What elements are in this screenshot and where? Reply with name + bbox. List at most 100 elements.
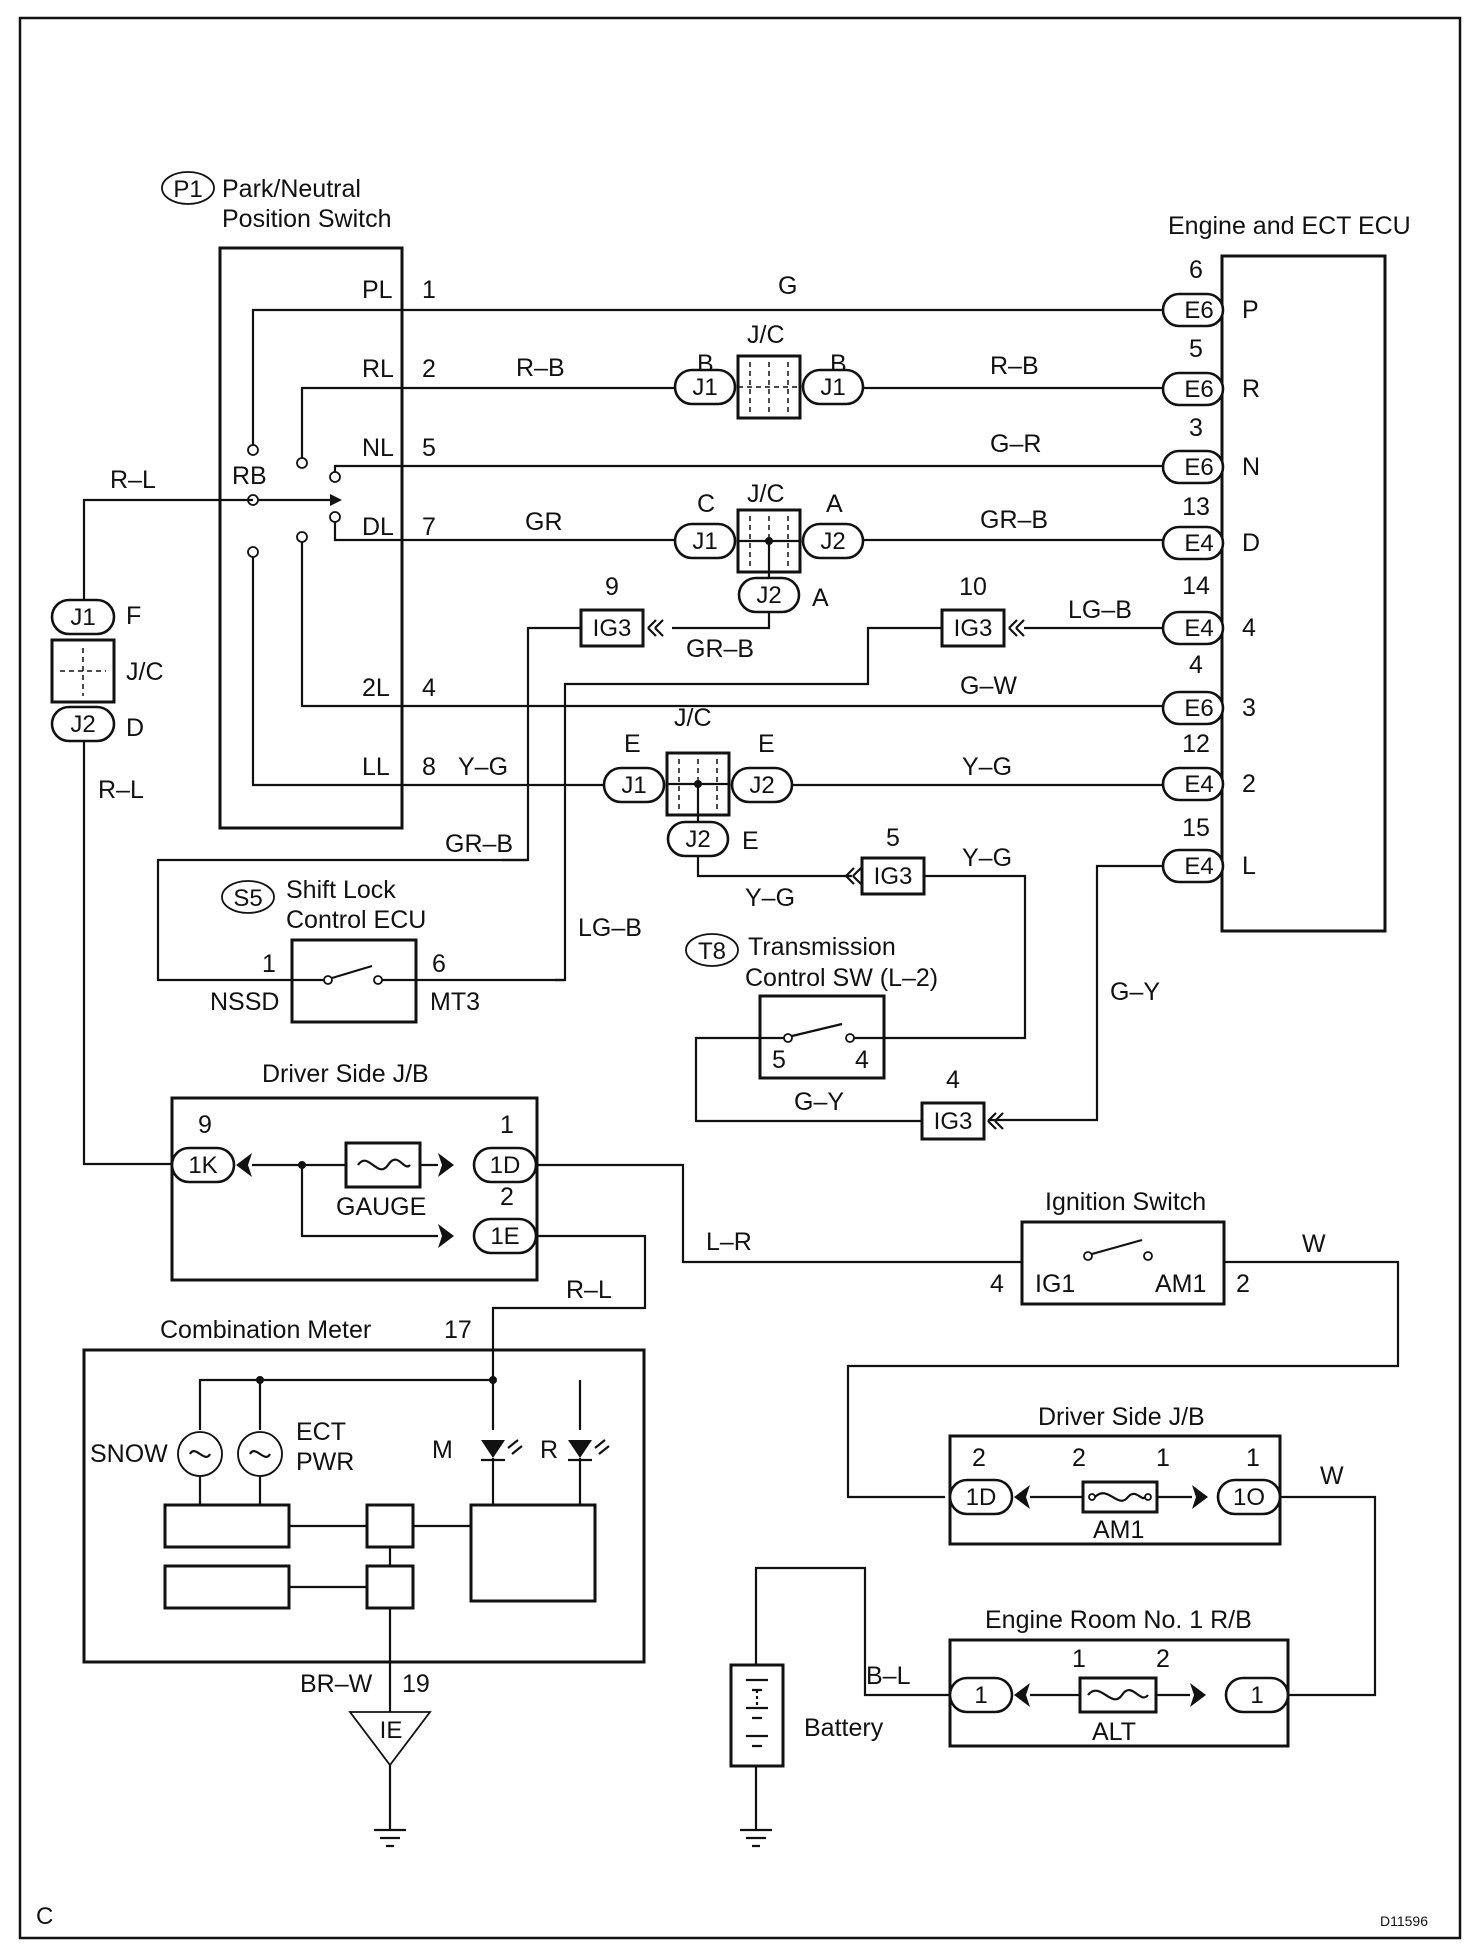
svg-text:10: 10 [959,573,987,601]
wire-label-rb-right: R–B [990,352,1039,380]
wire-ecu-gy [988,864,1163,1122]
engine-room-rb: Engine Room No. 1 R/B 1 1 2 ALT 1 [948,1606,1290,1748]
svg-text:Driver Side J/B: Driver Side J/B [1038,1403,1205,1431]
svg-text:J2: J2 [749,772,774,799]
svg-text:A: A [812,584,829,612]
wire-label-g: G [778,272,797,300]
svg-text:IG1: IG1 [1035,1270,1075,1298]
wire-jb-w [1280,1495,1377,1697]
svg-text:E4: E4 [1184,771,1213,798]
ig3-connector-10: 10 IG3 [940,573,1025,648]
ig3-connector-9: 9 IG3 [579,573,664,648]
wire-label-meter-rl: R–L [566,1276,612,1304]
svg-text:1E: 1E [490,1223,519,1250]
svg-text:4: 4 [1242,614,1256,642]
wire-jc3-ig3-5 [696,856,852,878]
svg-text:AM1: AM1 [1093,1516,1144,1544]
p1-rb-label: RB [232,462,267,490]
svg-text:J1: J1 [820,374,845,401]
svg-text:2: 2 [500,1183,514,1211]
wire-label-ign-lr: L–R [706,1228,752,1256]
svg-text:IG3: IG3 [874,863,913,890]
svg-text:N: N [1242,453,1260,481]
wire-label-t8-gy: G–Y [794,1088,844,1116]
wire-label-ign-w: W [1302,1230,1326,1258]
p1-pin-8: 8 [422,753,436,781]
ecu-conn-d: 13 E4 D [1161,493,1260,561]
svg-text:2: 2 [972,1444,986,1472]
svg-text:J1: J1 [692,528,717,555]
ecu-conn-n: 3 E6 N [1161,414,1260,485]
svg-text:1: 1 [1072,1645,1086,1673]
svg-text:J/C: J/C [674,704,712,732]
svg-text:1: 1 [1246,1444,1260,1472]
junction-jc2: J/C C A J1 J2 J2 A [673,480,865,614]
ground-ie: IE [348,1711,432,1848]
svg-text:2: 2 [1156,1645,1170,1673]
svg-text:MT3: MT3 [430,988,480,1016]
svg-text:E: E [624,730,641,758]
svg-text:1: 1 [974,1682,987,1709]
svg-text:F: F [126,602,141,630]
wire-jc2-ig3-9 [672,612,771,630]
svg-text:Battery: Battery [804,1714,884,1742]
wire-ign-w [846,1260,1400,1499]
ecu-conn-2: 12 E4 2 [1161,730,1256,802]
p1-title-line2: Position Switch [222,205,392,233]
svg-text:2: 2 [1236,1270,1250,1298]
svg-text:4: 4 [855,1046,869,1074]
junction-jc1: J/C B B J1 J1 [673,321,865,420]
svg-text:Combination Meter: Combination Meter [160,1316,371,1344]
p1-term-2l: 2L [362,674,390,702]
wire-label-ll-yg-right: Y–G [962,753,1012,781]
svg-text:3: 3 [1242,694,1256,722]
wire-s5-grb [156,858,528,982]
svg-text:E4: E4 [1184,615,1213,642]
svg-text:GAUGE: GAUGE [336,1193,426,1221]
svg-text:A: A [826,490,843,518]
wire-jc-rl [82,741,172,1166]
park-neutral-position-switch: P1 Park/Neutral Position Switch PL RL NL… [161,171,436,830]
svg-text:J2: J2 [820,528,845,555]
p1-term-pl: PL [362,276,393,304]
wire-label-t8-yg-right: Y–G [962,844,1012,872]
svg-text:SNOW: SNOW [90,1440,168,1468]
svg-text:J1: J1 [70,604,95,631]
p1-pin-5: 5 [422,434,436,462]
svg-text:J1: J1 [621,772,646,799]
svg-text:3: 3 [1189,414,1203,442]
svg-text:14: 14 [1182,572,1210,600]
p1-pin-1: 1 [422,276,436,304]
battery-ground-icon [740,1828,772,1848]
svg-text:PWR: PWR [296,1448,354,1476]
svg-text:Control ECU: Control ECU [286,906,426,934]
ecu-conn-4: 14 E4 4 [1161,572,1256,646]
wire-rb-rl [82,498,253,600]
combination-meter: Combination Meter 17 SNOW ECT PWR M R [82,1316,646,1664]
wire-label-batt-bl: B–L [866,1662,911,1690]
svg-text:ECT: ECT [296,1418,346,1446]
wire-label-ecu-gy: G–Y [1110,978,1160,1006]
svg-text:1: 1 [262,950,276,978]
wire-label-dl-grb: GR–B [980,506,1048,534]
svg-text:17: 17 [444,1316,472,1344]
svg-text:1D: 1D [490,1152,521,1179]
svg-text:T8: T8 [698,938,726,965]
svg-text:Ignition Switch: Ignition Switch [1045,1188,1206,1216]
wire-label-ig10: LG–B [1068,596,1132,624]
wire-meter-rl [491,1234,647,1348]
ecu-title: Engine and ECT ECU [1168,212,1411,240]
wire-label-ground-brw: BR–W [300,1670,373,1698]
p1-pin-7: 7 [422,513,436,541]
svg-text:1: 1 [500,1111,514,1139]
svg-text:4: 4 [946,1066,960,1094]
svg-text:5: 5 [886,824,900,852]
svg-text:Driver Side J/B: Driver Side J/B [262,1060,429,1088]
p1-term-nl: NL [362,434,394,462]
junction-jc-left: J1 F J/C J2 D [50,598,164,743]
svg-text:Control SW (L–2): Control SW (L–2) [745,964,938,992]
svg-text:J/C: J/C [747,321,785,349]
svg-text:E: E [758,730,775,758]
p1-title-line1: Park/Neutral [222,175,361,203]
